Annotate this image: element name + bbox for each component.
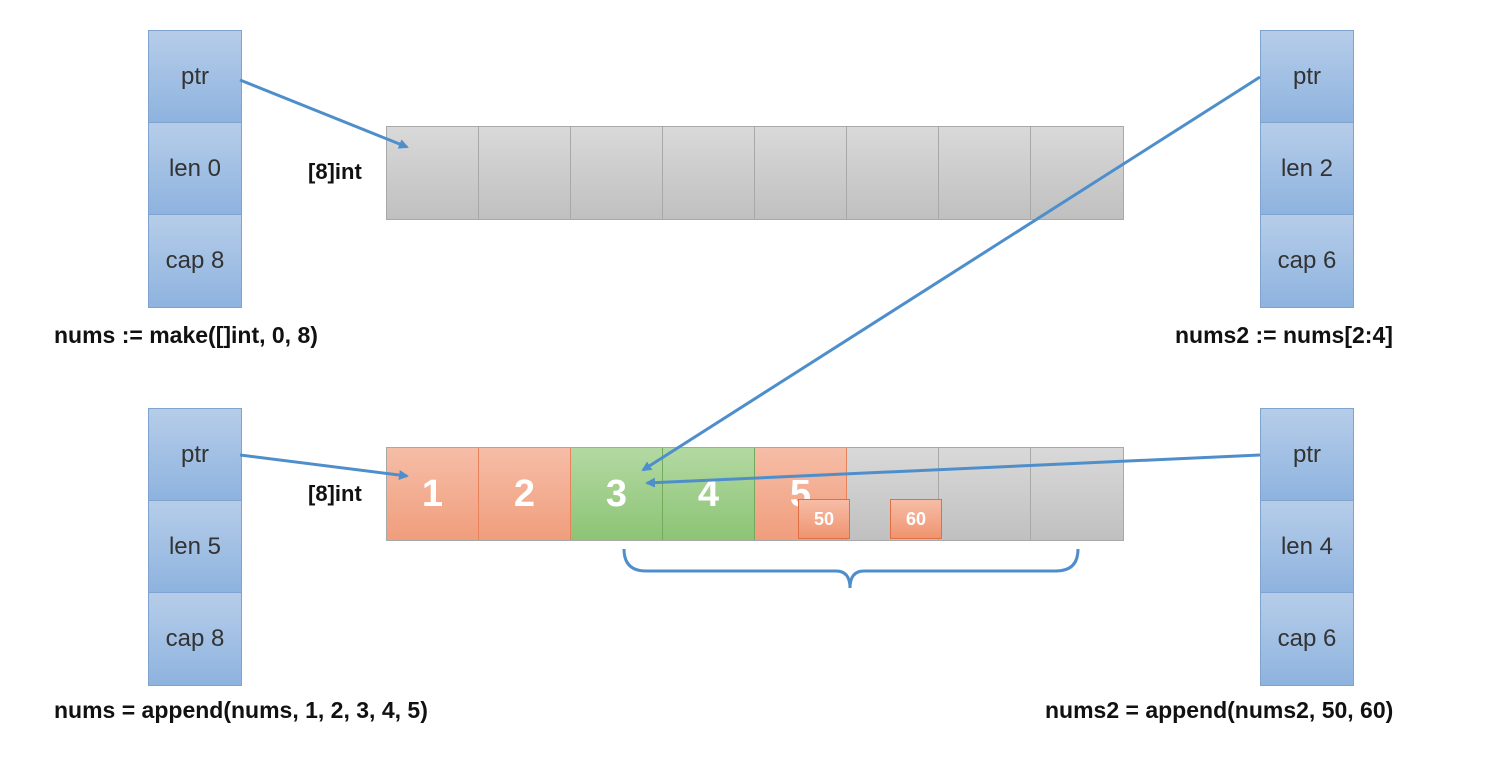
arrow-nums-make-ptr [239,78,409,149]
ptr-field: ptr [149,31,241,123]
array-cell [939,127,1031,219]
arrow-nums-append-ptr [239,453,409,480]
array-cell [755,127,847,219]
array-cell: 4 [663,448,755,540]
array-cell: 1 [387,448,479,540]
caption-nums-append: nums = append(nums, 1, 2, 3, 4, 5) [54,697,428,723]
backing-array-top [386,126,1124,220]
slice-header-nums-make: ptr len 0 cap 8 [148,30,242,308]
array-cell: 3 [571,448,663,540]
caption-nums-make: nums := make([]int, 0, 8) [54,322,318,348]
slice-header-nums2-append: ptr len 4 cap 6 [1260,408,1354,686]
ptr-field: ptr [1261,31,1353,123]
len-field: len 0 [149,123,241,215]
len-field: len 2 [1261,123,1353,215]
array-cell: 2 [479,448,571,540]
array-cell [1031,448,1123,540]
slice-header-nums2-slice: ptr len 2 cap 6 [1260,30,1354,308]
array-cell [571,127,663,219]
array-cell [387,127,479,219]
appended-value-box: 60 [890,499,942,539]
caption-nums2-append: nums2 = append(nums2, 50, 60) [1045,697,1394,723]
array-type-label-bottom: [8]int [308,481,362,506]
array-cell [847,127,939,219]
ptr-field: ptr [1261,409,1353,501]
array-cell [479,127,571,219]
slice-header-nums-append: ptr len 5 cap 8 [148,408,242,686]
ptr-field: ptr [149,409,241,501]
array-cell [939,448,1031,540]
cap-field: cap 8 [149,215,241,307]
capacity-brace [622,548,1080,589]
array-type-label-top: [8]int [308,159,362,184]
array-cell [663,127,755,219]
cap-field: cap 6 [1261,593,1353,685]
array-cell [1031,127,1123,219]
len-field: len 5 [149,501,241,593]
cap-field: cap 8 [149,593,241,685]
caption-nums2-slice: nums2 := nums[2:4] [1175,322,1393,348]
backing-array-bottom: 1 2 3 4 5 [386,447,1124,541]
appended-value-box: 50 [798,499,850,539]
len-field: len 4 [1261,501,1353,593]
cap-field: cap 6 [1261,215,1353,307]
